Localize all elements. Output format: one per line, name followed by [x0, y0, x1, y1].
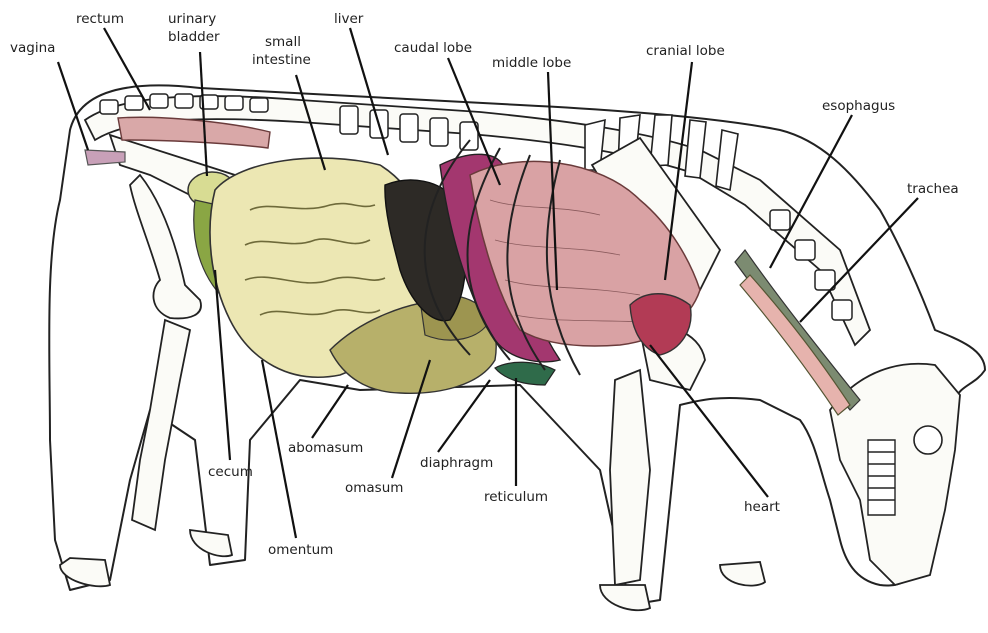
- front-hoof-2: [720, 562, 765, 586]
- label-omentum: omentum: [268, 542, 333, 558]
- label-omasum: omasum: [345, 480, 403, 496]
- label-middle-lobe: middle lobe: [492, 55, 571, 71]
- label-urinary-bladder-1: urinary: [168, 11, 216, 27]
- vagina-organ: [85, 150, 125, 165]
- label-heart: heart: [744, 499, 780, 515]
- label-small-intestine-1: small: [265, 34, 301, 50]
- label-caudal-lobe: caudal lobe: [394, 40, 472, 56]
- hind-hoof-2: [190, 530, 232, 556]
- jaw-teeth: [868, 440, 895, 515]
- label-small-intestine-2: intestine: [252, 52, 311, 68]
- label-liver: liver: [334, 11, 364, 27]
- eye-orbit: [914, 426, 942, 454]
- front-hoof: [600, 585, 650, 610]
- label-cranial-lobe: cranial lobe: [646, 43, 725, 59]
- label-diaphragm: diaphragm: [420, 455, 493, 471]
- label-esophagus: esophagus: [822, 98, 895, 114]
- label-trachea: trachea: [907, 181, 959, 197]
- label-abomasum: abomasum: [288, 440, 363, 456]
- label-urinary-bladder-2: bladder: [168, 29, 220, 45]
- label-vagina: vagina: [10, 40, 55, 56]
- label-rectum: rectum: [76, 11, 124, 27]
- label-cecum: cecum: [208, 464, 253, 480]
- label-reticulum: reticulum: [484, 489, 548, 505]
